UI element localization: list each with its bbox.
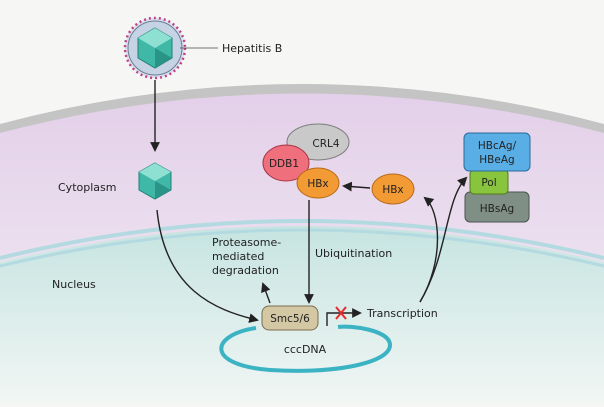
transcription-to-viral-proteins-arrow — [419, 176, 468, 303]
ddb1-label: DDB1 — [269, 158, 299, 170]
cytoplasm-label: Cytoplasm — [58, 181, 116, 194]
cccdna-loop — [219, 324, 393, 373]
degradation-arrow — [261, 282, 271, 304]
nuclear-envelope-outer — [0, 219, 604, 260]
proteasome-label-line3: degradation — [212, 264, 279, 277]
proteasome-label-line1: Proteasome- — [212, 236, 281, 249]
hbsag-label: HBsAg — [480, 203, 514, 215]
hbcag-protein — [463, 132, 531, 172]
crl4-label: CRL4 — [312, 138, 339, 150]
hbx-complex-protein — [296, 167, 340, 199]
capsid-cytoplasm — [138, 162, 172, 200]
ddb1-protein — [262, 144, 310, 182]
hbx-binding-arrow — [342, 181, 371, 192]
nucleus-label: Nucleus — [52, 278, 96, 291]
smc56-complex — [261, 305, 319, 331]
hbcag-label-line2: HBeAg — [479, 154, 514, 166]
hbv-virion — [123, 16, 218, 80]
pol-label: Pol — [481, 177, 496, 189]
import-arrow — [156, 209, 259, 323]
cccdna-label: cccDNA — [284, 343, 327, 356]
transcription-label: Transcription — [366, 307, 438, 320]
smc56-label: Smc5/6 — [270, 313, 310, 325]
proteasome-label-line2: mediated — [212, 250, 264, 263]
transcription-start-arrow — [326, 308, 362, 326]
virus-label: Hepatitis B — [222, 42, 282, 55]
ubiquitination-label: Ubiquitination — [315, 247, 392, 260]
hbx-free-label: HBx — [382, 184, 403, 196]
hbx-free-protein — [371, 173, 415, 205]
hbx-complex-label: HBx — [307, 178, 328, 190]
cell-membrane — [0, 84, 604, 133]
nuclear-envelope-inner — [0, 228, 604, 268]
hbcag-label-line1: HBcAg/ — [478, 140, 517, 152]
block-x-icon — [335, 306, 347, 320]
